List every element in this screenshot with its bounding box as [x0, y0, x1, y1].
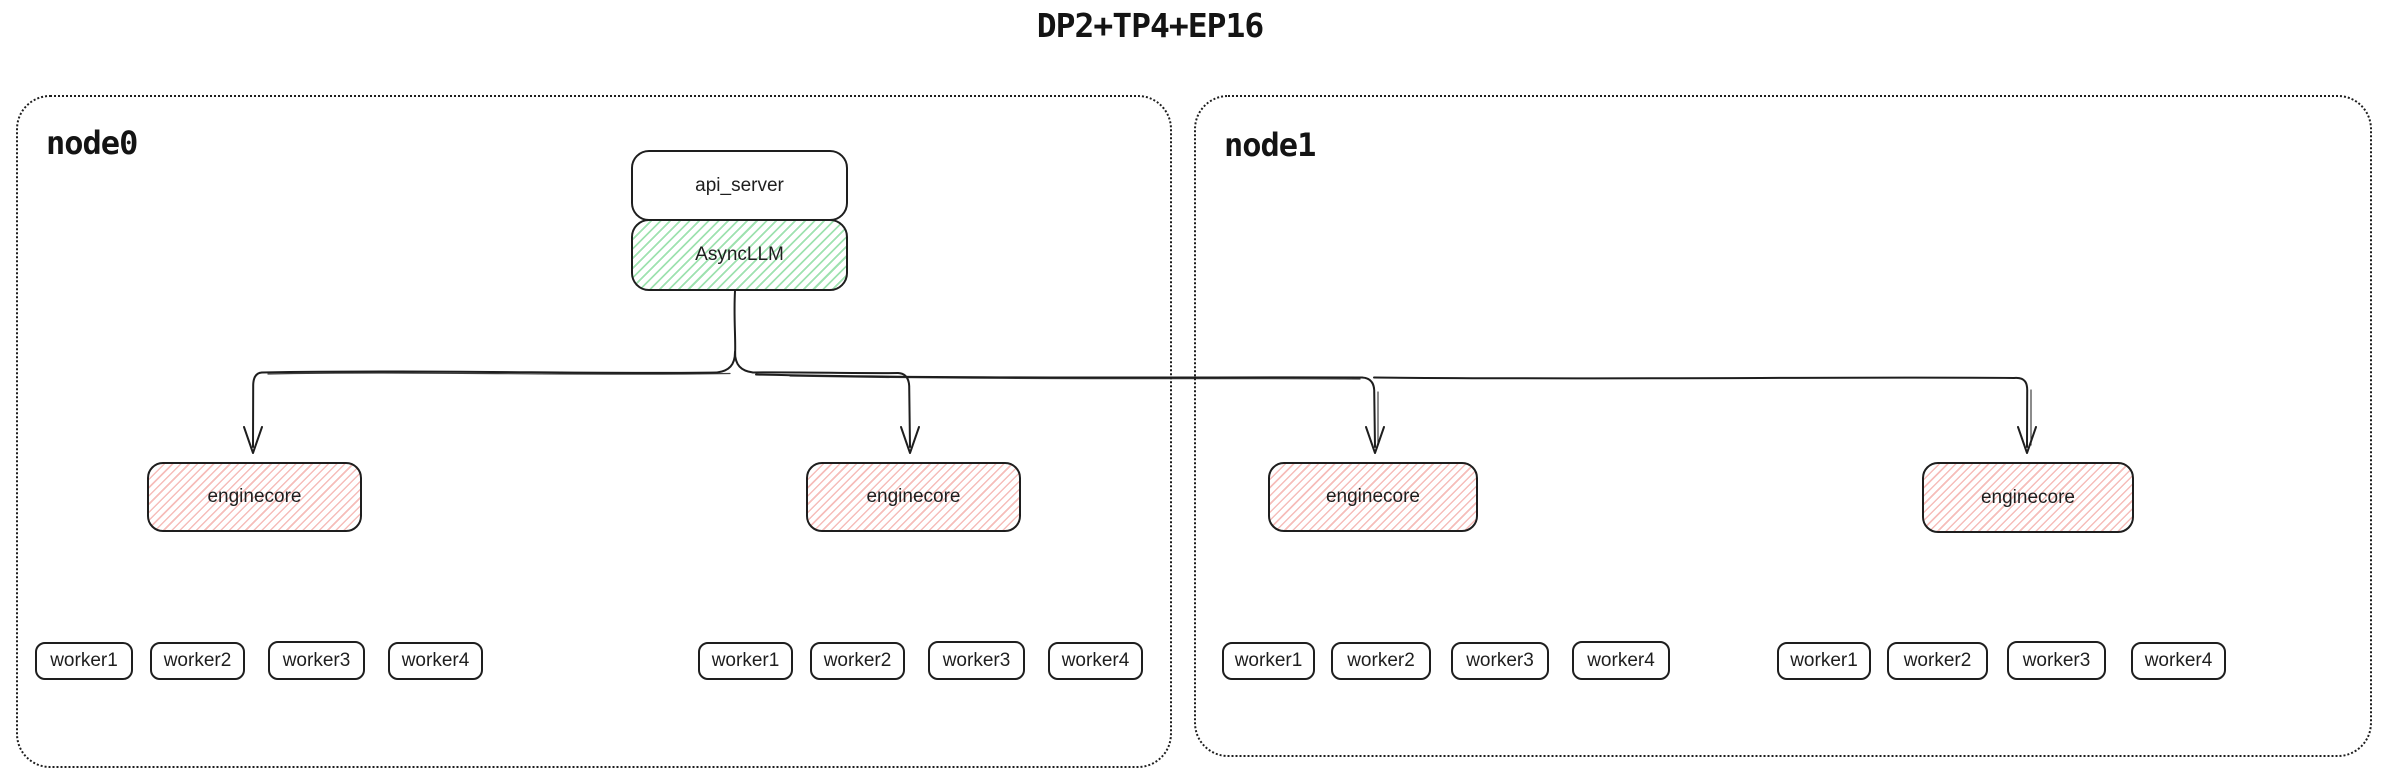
worker-label: worker3	[1466, 650, 1534, 671]
worker-label: worker4	[1587, 649, 1655, 671]
enginecore2-label: enginecore	[866, 486, 961, 507]
worker-label: worker1	[1790, 650, 1858, 671]
worker-box: worker2	[1331, 642, 1431, 680]
worker-box: worker4	[388, 642, 483, 680]
worker-box: worker1	[698, 642, 793, 680]
enginecore1-label: enginecore	[207, 486, 302, 507]
worker-box: worker4	[1048, 642, 1143, 680]
node0-container	[16, 95, 1172, 768]
worker-box: worker4	[1572, 641, 1670, 680]
worker-box: worker3	[2007, 641, 2106, 680]
worker-label: worker4	[2144, 650, 2213, 671]
worker-box: worker2	[810, 642, 905, 680]
worker-box: worker3	[928, 641, 1025, 680]
node1-label: node1	[1224, 126, 1316, 164]
worker-label: worker3	[942, 649, 1011, 671]
worker-box: worker3	[1451, 642, 1549, 680]
node0-label: node0	[46, 124, 138, 162]
asyncllm-box: AsyncLLM	[631, 219, 848, 291]
worker-label: worker3	[2022, 649, 2091, 671]
worker-box: worker2	[150, 642, 245, 680]
worker-label: worker4	[1061, 650, 1130, 671]
api-server-box: api_server	[631, 150, 848, 221]
worker-box: worker3	[268, 641, 365, 680]
api-server-label: api_server	[695, 174, 784, 196]
worker-box: worker1	[1777, 642, 1871, 680]
enginecore2-box: enginecore	[806, 462, 1021, 532]
worker-label: worker4	[401, 650, 470, 671]
worker-label: worker1	[711, 650, 780, 671]
worker-label: worker1	[50, 650, 118, 671]
worker-label: worker2	[163, 650, 232, 671]
worker-box: worker1	[1222, 642, 1315, 680]
worker-box: worker4	[2131, 642, 2226, 680]
worker-box: worker2	[1887, 642, 1988, 680]
worker-label: worker3	[282, 649, 351, 671]
node1-container	[1194, 95, 2372, 757]
enginecore4-label: enginecore	[1980, 486, 2076, 508]
worker-label: worker2	[1903, 650, 1972, 671]
diagram-title: DP2+TP4+EP16	[1036, 6, 1264, 45]
enginecore4-box: enginecore	[1922, 462, 2134, 533]
worker-label: worker2	[823, 650, 892, 671]
enginecore3-box: enginecore	[1268, 462, 1478, 532]
worker-box: worker1	[35, 642, 133, 680]
enginecore1-box: enginecore	[147, 462, 362, 532]
asyncllm-label: AsyncLLM	[695, 244, 784, 265]
worker-label: worker1	[1234, 650, 1303, 671]
enginecore3-label: enginecore	[1325, 486, 1421, 507]
worker-label: worker2	[1347, 650, 1415, 671]
